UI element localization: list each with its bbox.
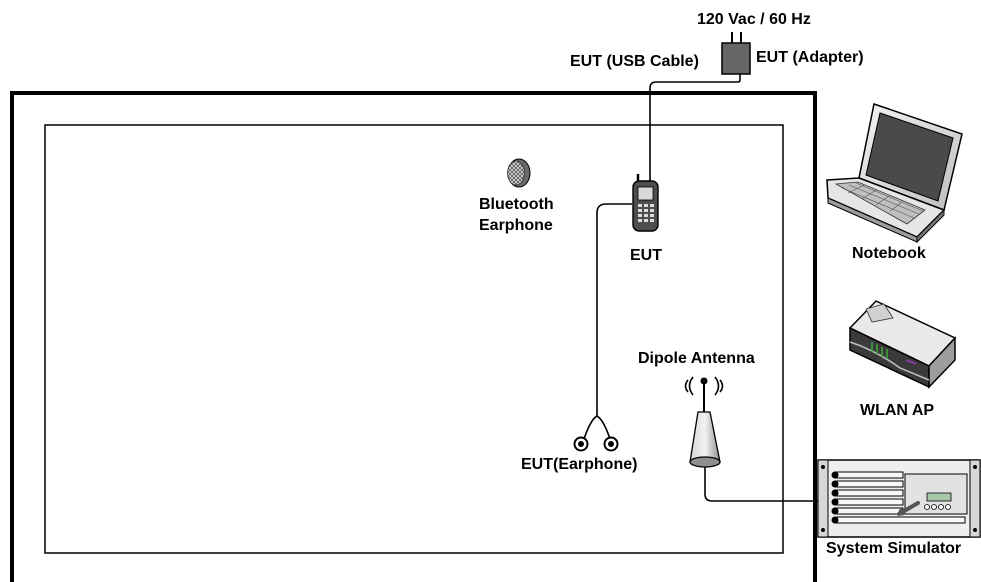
eut-earphone-label: EUT(Earphone) — [521, 456, 638, 473]
adapter-label: EUT (Adapter) — [756, 49, 864, 66]
notebook-label: Notebook — [852, 245, 926, 262]
bluetooth-earphone-label-line2: Earphone — [479, 217, 553, 234]
dipole-antenna-icon — [684, 376, 724, 468]
wireless-router-icon — [848, 300, 957, 389]
earphone-cable — [596, 203, 632, 416]
wlan-ap-label: WLAN AP — [860, 402, 935, 419]
system-simulator-label: System Simulator — [826, 540, 962, 557]
eut-label: EUT — [630, 247, 662, 264]
power-adapter-icon — [721, 32, 751, 75]
rf-cable — [704, 467, 830, 502]
shielded-chamber — [10, 91, 817, 582]
usb-cable-label: EUT (USB Cable) — [570, 53, 699, 70]
system-simulator-icon — [817, 459, 981, 538]
dipole-antenna-label: Dipole Antenna — [638, 350, 755, 367]
laptop-icon — [826, 103, 963, 244]
bluetooth-earphone-label-line1: Bluetooth — [479, 196, 554, 213]
usb-cable — [649, 74, 741, 182]
mobile-phone-icon — [632, 174, 659, 232]
wired-earphone-icon — [573, 436, 619, 452]
bluetooth-earphone-icon — [507, 158, 531, 188]
power-source-label: 120 Vac / 60 Hz — [697, 11, 811, 28]
